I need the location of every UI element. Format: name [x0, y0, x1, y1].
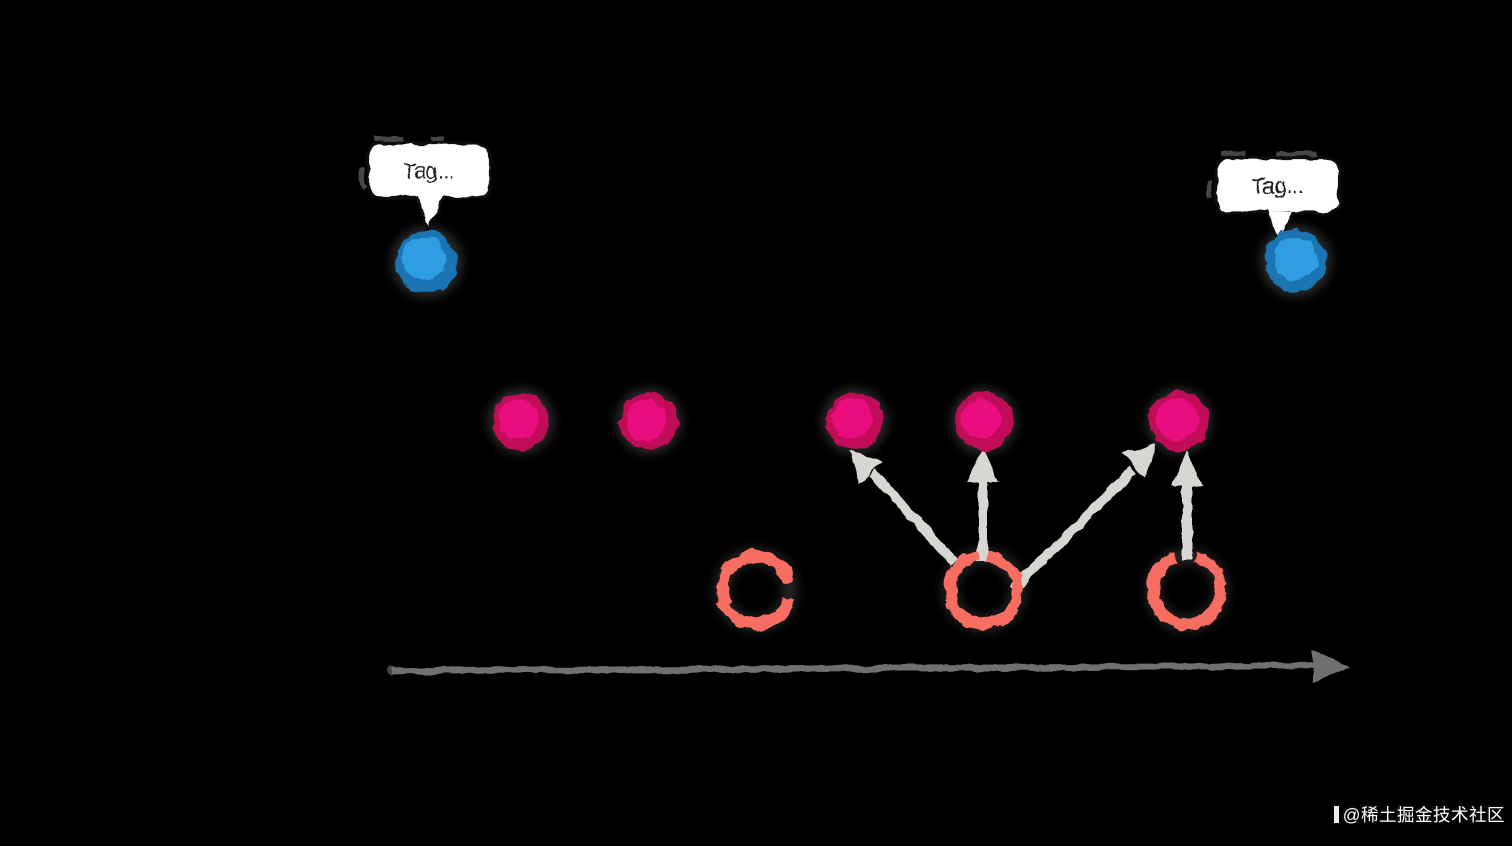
watermark: @稀土掘金技术社区 [1333, 802, 1505, 827]
arrowhead [849, 450, 883, 485]
timeline-axis [386, 650, 1350, 683]
branch-ring [1147, 550, 1227, 630]
tag-label: Tag... [1252, 175, 1303, 198]
branch-ring [944, 550, 1024, 630]
branch-ring [716, 550, 797, 630]
watermark-bar-icon [1333, 806, 1339, 823]
watermark-text: @稀土掘金技术社区 [1342, 805, 1505, 825]
tag-label: Tag... [403, 160, 454, 183]
arrowhead [967, 449, 999, 482]
bubble-sketch-shadow [1207, 151, 1337, 212]
branch-rings [716, 550, 1227, 630]
arrow-up-far-right [1171, 452, 1203, 560]
arrowhead [1171, 452, 1203, 486]
tag-node-blue-right [1265, 229, 1327, 291]
arrow-up-left [849, 450, 959, 567]
arrow-up-right-diagonal [1009, 444, 1157, 593]
arrowhead [1122, 444, 1157, 478]
commit-node [955, 392, 1013, 450]
commit-node [492, 392, 550, 450]
tag-bubble-left: Tag... [359, 136, 492, 233]
arrows [849, 444, 1203, 593]
commit-node [826, 392, 884, 450]
tag-node-blue-left [396, 231, 458, 293]
arrow-up-middle [967, 449, 999, 562]
tag-bubble-right: Tag... [1207, 151, 1342, 246]
axis-arrowhead-icon [1313, 650, 1350, 683]
commit-node [620, 392, 678, 450]
speech-bubble-tail [414, 195, 447, 233]
commit-node [1149, 391, 1209, 451]
commit-nodes [492, 391, 1209, 451]
